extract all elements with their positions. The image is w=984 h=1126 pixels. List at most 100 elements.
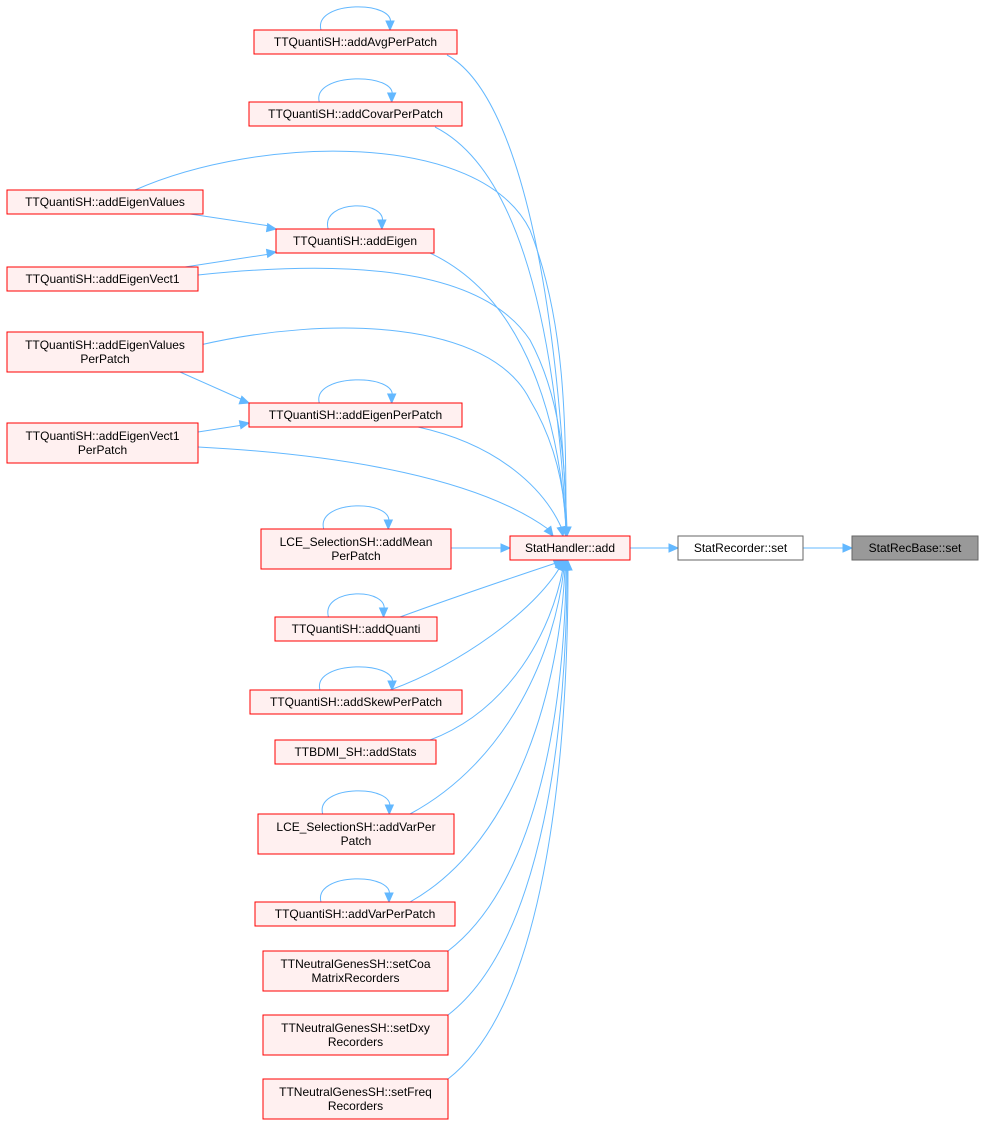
node-addCovarPerPatch[interactable]: TTQuantiSH::addCovarPerPatch bbox=[248, 101, 463, 127]
arrowhead-icon bbox=[384, 804, 395, 816]
edge-line bbox=[327, 205, 383, 230]
edge-line bbox=[321, 790, 391, 815]
edge-addEigenVect1PerPatch-to-statHandlerAdd bbox=[197, 446, 554, 537]
arrowhead-icon bbox=[387, 680, 397, 692]
edge-addEigenVect1-to-addEigen bbox=[184, 248, 278, 268]
node-label: StatRecBase::set bbox=[869, 541, 962, 555]
self-loop-addVarPerPatchLCE bbox=[321, 790, 395, 816]
node-box bbox=[248, 101, 463, 127]
edge-addEigenPerPatch-to-statHandlerAdd bbox=[417, 426, 566, 538]
edge-line bbox=[399, 562, 557, 618]
node-box bbox=[6, 266, 199, 292]
node-box bbox=[262, 1078, 449, 1120]
node-box bbox=[254, 901, 456, 927]
edge-line bbox=[322, 505, 390, 530]
self-loop-addMeanPerPatch bbox=[322, 505, 394, 531]
node-box bbox=[6, 331, 204, 373]
arrowhead-icon bbox=[238, 420, 251, 430]
node-label: TTNeutralGenesSH::setFreq bbox=[279, 1085, 432, 1099]
node-addEigenVect1[interactable]: TTQuantiSH::addEigenVect1 bbox=[6, 266, 199, 292]
edge-line bbox=[189, 213, 271, 227]
node-label: LCE_SelectionSH::addMean bbox=[280, 535, 433, 549]
edge-line bbox=[409, 567, 566, 903]
edge-addEigenValuesPerPatch-to-statHandlerAdd bbox=[199, 327, 571, 538]
node-box bbox=[274, 616, 438, 642]
node-box bbox=[275, 228, 435, 254]
self-loop-addEigenPerPatch bbox=[318, 379, 397, 405]
node-box bbox=[262, 950, 449, 992]
arrowhead-icon bbox=[386, 393, 397, 405]
node-statHandlerAdd[interactable]: StatHandler::add bbox=[509, 535, 631, 561]
self-loop-addSkewPerPatch bbox=[319, 666, 397, 692]
arrowhead-icon bbox=[842, 543, 854, 553]
edge-setFreqRecorders-to-statHandlerAdd bbox=[447, 559, 573, 1080]
node-addSkewPerPatch[interactable]: TTQuantiSH::addSkewPerPatch bbox=[249, 689, 463, 715]
node-addEigenPerPatch[interactable]: TTQuantiSH::addEigenPerPatch bbox=[248, 402, 463, 428]
node-label: TTQuantiSH::addQuanti bbox=[292, 622, 421, 636]
node-label: StatHandler::add bbox=[525, 541, 615, 555]
node-statRecorderSet[interactable]: StatRecorder::set bbox=[677, 535, 804, 561]
node-addEigen[interactable]: TTQuantiSH::addEigen bbox=[275, 228, 435, 254]
arrowhead-icon bbox=[385, 20, 395, 32]
self-loop-addAvgPerPatch bbox=[320, 6, 395, 32]
arrowhead-icon bbox=[556, 525, 566, 538]
arrowhead-icon bbox=[563, 559, 573, 571]
node-label: Recorders bbox=[328, 1035, 383, 1049]
node-label: MatrixRecorders bbox=[311, 971, 399, 985]
edge-line bbox=[447, 567, 569, 1080]
node-addStats[interactable]: TTBDMI_SH::addStats bbox=[274, 739, 437, 765]
node-box bbox=[249, 689, 463, 715]
self-loop-addCovarPerPatch bbox=[318, 78, 397, 104]
node-label: TTQuantiSH::addEigenValues bbox=[25, 195, 185, 209]
edge-line bbox=[197, 267, 567, 530]
node-box bbox=[262, 1014, 449, 1056]
nodes-layer: TTQuantiSH::addAvgPerPatchTTQuantiSH::ad… bbox=[6, 29, 979, 1120]
arrowhead-icon bbox=[386, 92, 397, 104]
node-label: TTQuantiSH::addSkewPerPatch bbox=[270, 695, 442, 709]
edge-statRecorderSet-to-statRecBaseSet bbox=[803, 543, 854, 553]
node-box bbox=[6, 422, 199, 464]
edges-layer bbox=[134, 6, 854, 1080]
node-addEigenValues[interactable]: TTQuantiSH::addEigenValues bbox=[6, 189, 204, 215]
node-box bbox=[851, 535, 979, 561]
edge-addEigenValuesPerPatch-to-addEigenPerPatch bbox=[179, 371, 251, 405]
arrowhead-icon bbox=[378, 607, 389, 619]
edge-addCovarPerPatch-to-statHandlerAdd bbox=[434, 126, 571, 538]
node-label: TTQuantiSH::addCovarPerPatch bbox=[268, 107, 443, 121]
arrowhead-icon bbox=[500, 543, 512, 553]
node-label: TTNeutralGenesSH::setCoa bbox=[280, 957, 430, 971]
node-label: PerPatch bbox=[331, 549, 380, 563]
arrowhead-icon bbox=[238, 395, 251, 405]
node-addAvgPerPatch[interactable]: TTQuantiSH::addAvgPerPatch bbox=[253, 29, 458, 55]
node-box bbox=[260, 528, 452, 570]
node-addQuanti[interactable]: TTQuantiSH::addQuanti bbox=[274, 616, 438, 642]
edge-setCoaMatrixRecorders-to-statHandlerAdd bbox=[447, 559, 571, 952]
node-addVarPerPatch[interactable]: TTQuantiSH::addVarPerPatch bbox=[254, 901, 456, 927]
edge-line bbox=[199, 327, 567, 530]
self-loop-addVarPerPatch bbox=[320, 878, 394, 904]
node-statRecBaseSet[interactable]: StatRecBase::set bbox=[851, 535, 979, 561]
edge-line bbox=[446, 54, 568, 530]
node-label: TTQuantiSH::addEigenVect1 bbox=[25, 272, 179, 286]
arrowhead-icon bbox=[384, 892, 394, 904]
arrowhead-icon bbox=[543, 525, 554, 537]
node-label: Patch bbox=[341, 834, 372, 848]
edge-addEigenVect1-to-statHandlerAdd bbox=[197, 267, 571, 538]
edge-line bbox=[447, 567, 567, 952]
node-label: TTNeutralGenesSH::setDxy bbox=[281, 1021, 430, 1035]
edge-addMeanPerPatch-to-statHandlerAdd bbox=[451, 543, 512, 553]
node-label: LCE_SelectionSH::addVarPer bbox=[276, 820, 435, 834]
node-box bbox=[6, 189, 204, 215]
node-box bbox=[677, 535, 804, 561]
arrowhead-icon bbox=[265, 222, 278, 233]
edge-line bbox=[447, 567, 568, 1016]
node-label: Recorders bbox=[328, 1099, 383, 1113]
edge-line bbox=[327, 593, 385, 618]
node-addVarPerPatchLCE[interactable]: LCE_SelectionSH::addVarPerPatch bbox=[257, 813, 455, 855]
